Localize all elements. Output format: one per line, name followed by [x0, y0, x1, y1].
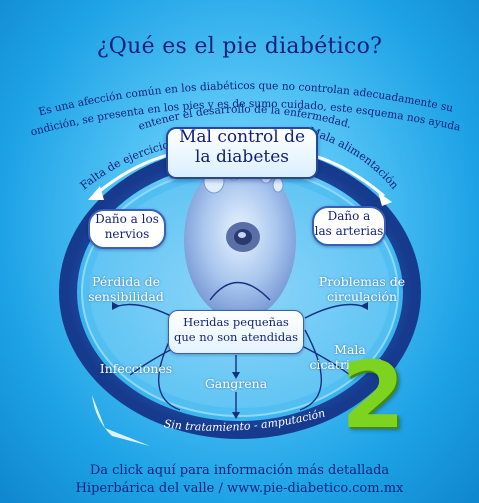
- circulation-line-1: Problemas de: [318, 274, 406, 289]
- poor-healing-label: Mala cicatrización: [308, 342, 392, 372]
- label-poor-diet: Mala alimentación: [307, 124, 401, 191]
- artery-damage-line-2: las arterias: [314, 224, 384, 238]
- wounds-line-2: que no son atendidas: [174, 330, 298, 344]
- page-number-badge: 2: [340, 342, 405, 449]
- label-no-treatment-amputation: Sin tratamiento - amputación: [163, 406, 326, 433]
- untreated-wounds-label: Heridas pequeñas que no son atendidas: [166, 315, 306, 345]
- wounds-line-1: Heridas pequeñas: [183, 315, 289, 329]
- bottom-tail: [92, 395, 150, 446]
- sensitivity-loss-label: Pérdida de sensibilidad: [78, 274, 174, 304]
- main-cause-line-1: Mal control de: [178, 127, 306, 147]
- nerve-damage-line-1: Daño a los: [95, 212, 159, 226]
- healing-line-1: Mala: [334, 342, 366, 357]
- footer-link[interactable]: Da click aquí para información más detal…: [0, 462, 479, 498]
- infections-label: Infecciones: [99, 361, 173, 376]
- artery-damage-pill: [312, 206, 386, 246]
- page-title: ¿Qué es el pie diabético?: [96, 34, 383, 59]
- nerve-damage-pill: [88, 209, 166, 249]
- circulation-problems-label: Problemas de circulación: [314, 274, 410, 304]
- svg-text:Sin tratamiento - amputación: Sin tratamiento - amputación: [163, 406, 326, 433]
- artery-damage-line-1: Daño a: [327, 209, 371, 223]
- footer-line-2[interactable]: Hiperbárica del valle / www.pie-diabetic…: [75, 481, 404, 496]
- nerve-damage-label: Daño a los nervios: [88, 212, 166, 242]
- nerve-damage-line-2: nervios: [104, 227, 150, 241]
- arrowheads: [112, 302, 368, 419]
- sensitivity-line-2: sensibilidad: [88, 289, 164, 304]
- foot-image: [184, 159, 296, 320]
- footer-line-1[interactable]: Da click aquí para información más detal…: [89, 463, 390, 478]
- untreated-wounds-box: [168, 310, 304, 354]
- svg-text:Falta de ejercicio: Falta de ejercicio: [78, 138, 171, 192]
- main-cause-box: [166, 127, 318, 179]
- intro-text-block: Es una afección común en los diabéticos …: [0, 0, 465, 138]
- main-cause-line-2: la diabetes: [195, 147, 289, 167]
- svg-text:Mala alimentación: Mala alimentación: [307, 124, 401, 191]
- artery-damage-label: Daño a las arterias: [310, 209, 388, 239]
- circulation-line-2: circulación: [326, 289, 398, 304]
- gangrene-label: Gangrena: [204, 376, 268, 391]
- healing-line-2: cicatrización: [309, 357, 391, 372]
- sensitivity-line-1: Pérdida de: [91, 274, 161, 289]
- main-cause-title: Mal control de la diabetes: [166, 127, 318, 167]
- label-lack-of-exercise: Falta de ejercicio: [78, 138, 171, 192]
